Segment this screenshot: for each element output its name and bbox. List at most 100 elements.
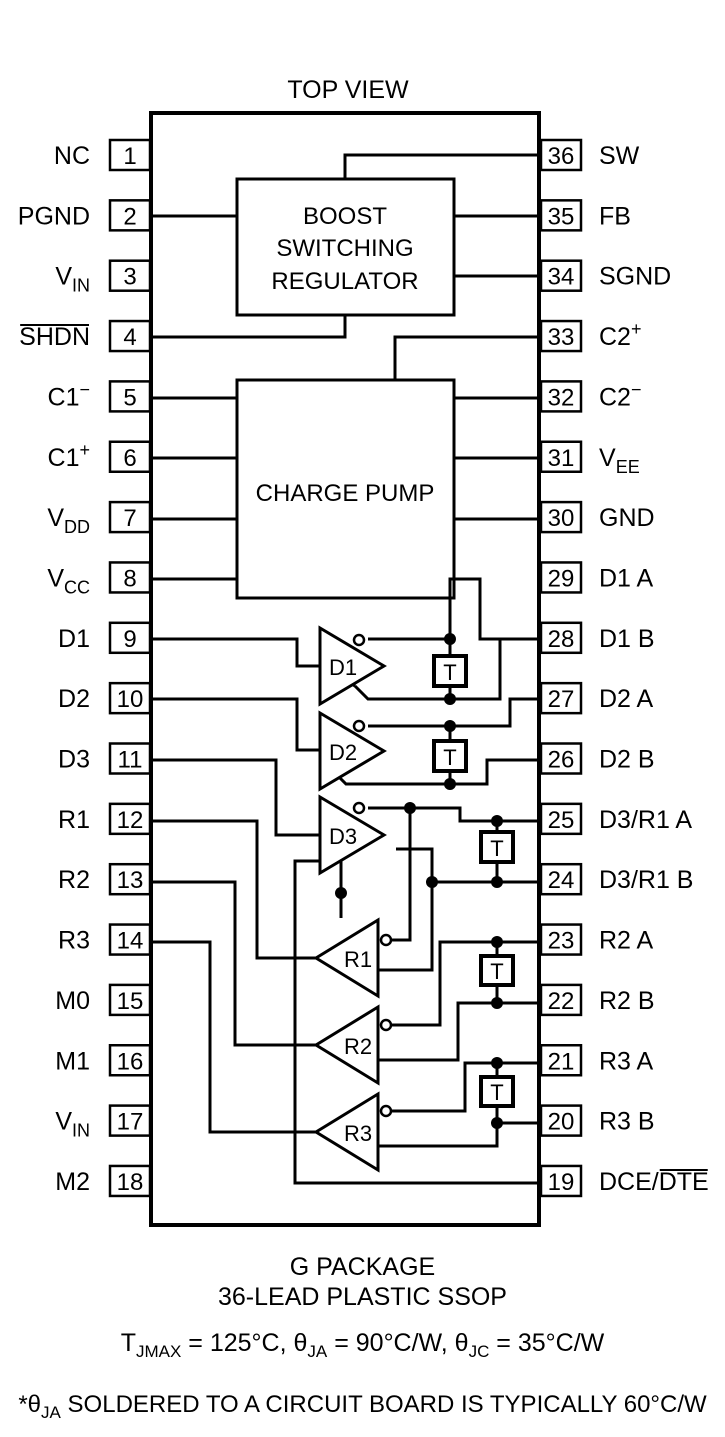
left-pin-box-15 xyxy=(108,983,152,1017)
left-pin-label-15: M0 xyxy=(55,987,90,1015)
right-pin-box-34 xyxy=(539,259,583,292)
left-pin-number-1: 1 xyxy=(123,143,136,170)
right-pin-box-32 xyxy=(539,380,583,413)
right-pin-label-20: R3 B xyxy=(599,1108,655,1136)
right-pin-number-34: 34 xyxy=(548,264,575,291)
left-pin-box-10 xyxy=(108,681,152,715)
left-pin-box-9 xyxy=(108,621,152,655)
right-pin-label-35: FB xyxy=(599,202,631,230)
left-pin-label-18: M2 xyxy=(55,1168,90,1196)
package-lead: 36-LEAD PLASTIC SSOP xyxy=(217,1283,507,1311)
right-pin-number-28: 28 xyxy=(548,626,575,653)
right-pin-number-19: 19 xyxy=(548,1169,575,1196)
left-pin-number-5: 5 xyxy=(123,384,136,411)
left-pin-number-8: 8 xyxy=(123,565,136,592)
left-pin-box-1 xyxy=(108,138,152,172)
right-pin-label-28: D1 B xyxy=(599,625,655,653)
termination-label-1: T xyxy=(443,660,456,685)
right-pin-box-29 xyxy=(539,561,583,594)
termination-label-5: T xyxy=(490,1080,503,1105)
driver-d3: D3 xyxy=(318,794,387,876)
termination-label-4: T xyxy=(490,959,503,984)
right-pin-box-24 xyxy=(539,862,583,896)
left-pin-box-7 xyxy=(108,500,152,534)
receiver-r2-label: R2 xyxy=(344,1034,372,1059)
left-pin-label-1: NC xyxy=(54,142,90,170)
internal-wiring xyxy=(151,153,539,1185)
left-pin-number-6: 6 xyxy=(123,445,136,472)
right-pin-number-25: 25 xyxy=(548,807,575,834)
left-pin-label-11: D3 xyxy=(58,746,90,774)
left-pin-number-4: 4 xyxy=(123,324,136,351)
right-pin-number-30: 30 xyxy=(548,505,575,532)
left-pin-box-17 xyxy=(108,1104,152,1137)
left-pin-label-4: SHDN xyxy=(19,323,90,351)
left-pin-label-16: M1 xyxy=(55,1047,90,1075)
left-pin-number-7: 7 xyxy=(123,505,136,532)
left-pin-label-7: VDD xyxy=(47,504,90,537)
left-pin-number-11: 11 xyxy=(118,747,143,774)
right-pin-number-27: 27 xyxy=(548,686,575,713)
right-pin-label-33: C2+ xyxy=(599,319,641,351)
left-pin-box-12 xyxy=(108,802,152,836)
right-pin-number-21: 21 xyxy=(548,1048,575,1075)
right-pin-number-23: 23 xyxy=(548,928,575,955)
right-pin-label-30: GND xyxy=(599,504,655,532)
right-pin-number-24: 24 xyxy=(548,867,575,894)
left-pin-number-12: 12 xyxy=(117,807,144,834)
left-pin-label-3: VIN xyxy=(55,263,90,296)
right-pin-box-30 xyxy=(539,500,583,534)
left-pin-number-14: 14 xyxy=(117,928,144,955)
termination-boxes: T T T T T xyxy=(432,654,515,1108)
left-pin-box-13 xyxy=(108,862,152,896)
left-pin-label-14: R3 xyxy=(58,927,90,955)
driver-d1-label: D1 xyxy=(329,655,357,680)
left-pin-label-5: C1− xyxy=(48,379,90,411)
left-pin-label-12: R1 xyxy=(58,806,90,834)
right-pin-number-20: 20 xyxy=(548,1109,575,1136)
left-pin-box-2 xyxy=(108,199,152,232)
top-view-label: TOP VIEW xyxy=(287,76,409,104)
right-pin-number-36: 36 xyxy=(548,143,575,170)
driver-d3-label: D3 xyxy=(329,824,357,849)
left-pin-label-9: D1 xyxy=(58,625,90,653)
right-pin-number-22: 22 xyxy=(548,988,575,1015)
right-pin-number-29: 29 xyxy=(548,565,575,592)
termination-label-3: T xyxy=(490,836,503,861)
receiver-r3: R3 xyxy=(313,1091,393,1173)
right-pin-label-27: D2 A xyxy=(599,685,654,713)
junction-dots xyxy=(335,633,503,1129)
left-pin-box-5 xyxy=(108,380,152,413)
right-pin-number-35: 35 xyxy=(548,203,575,230)
right-pin-label-26: D2 B xyxy=(599,746,655,774)
right-pin-label-32: C2− xyxy=(599,379,641,411)
right-pin-label-25: D3/R1 A xyxy=(599,806,692,834)
left-pin-label-2: PGND xyxy=(18,202,90,230)
left-pins: 1NC2PGND3VIN4SHDN5C1−6C1+7VDD8VCC9D110D2… xyxy=(18,138,152,1198)
left-pin-number-15: 15 xyxy=(117,988,144,1015)
termination-label-2: T xyxy=(443,745,456,770)
right-pin-box-21 xyxy=(539,1044,583,1077)
left-pin-box-8 xyxy=(108,561,152,594)
driver-d2: D2 xyxy=(318,710,387,792)
boost-label-line1: BOOST xyxy=(303,203,387,230)
left-pin-number-13: 13 xyxy=(117,867,144,894)
receiver-r1-label: R1 xyxy=(344,947,372,972)
left-pin-label-13: R2 xyxy=(58,866,90,894)
left-pin-label-10: D2 xyxy=(58,685,90,713)
right-pin-box-35 xyxy=(539,199,583,232)
right-pin-label-29: D1 A xyxy=(599,564,654,592)
right-pin-number-33: 33 xyxy=(548,324,575,351)
right-pin-number-31: 31 xyxy=(548,445,575,472)
charge-pump-block xyxy=(235,378,456,600)
right-pin-number-26: 26 xyxy=(548,747,575,774)
package-caption: G PACKAGE 36-LEAD PLASTIC SSOP xyxy=(0,1252,725,1312)
thermal-note: *θJA SOLDERED TO A CIRCUIT BOARD IS TYPI… xyxy=(18,1391,707,1422)
right-pin-box-20 xyxy=(539,1104,583,1137)
right-pin-box-23 xyxy=(539,923,583,956)
right-pin-box-22 xyxy=(539,983,583,1017)
left-pin-number-10: 10 xyxy=(117,686,144,713)
right-pin-box-19 xyxy=(539,1164,583,1198)
left-pin-number-3: 3 xyxy=(123,264,136,291)
